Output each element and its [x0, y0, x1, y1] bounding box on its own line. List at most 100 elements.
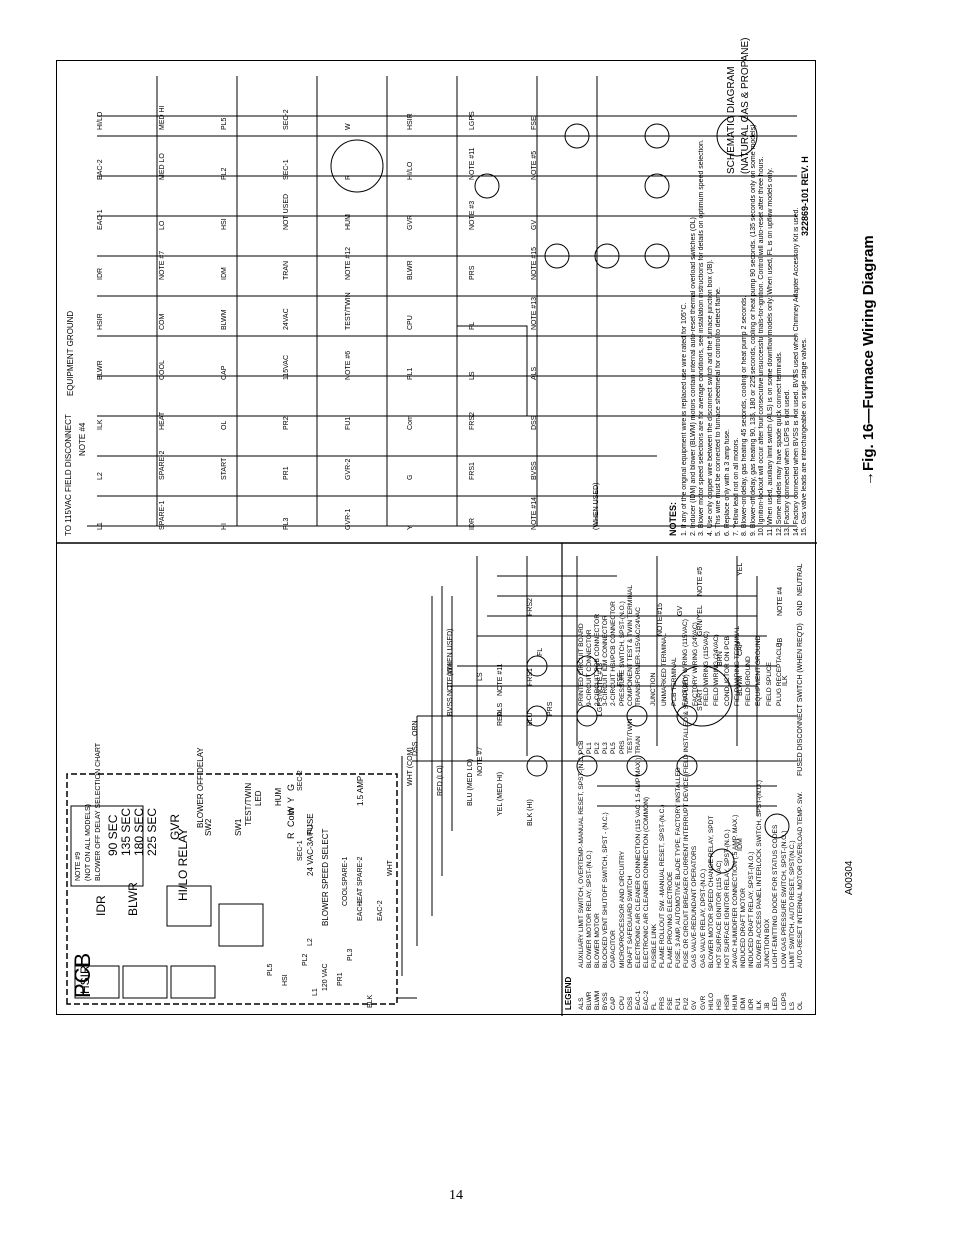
note-item: 10. Ignition-lockout will occur after fo… [758, 156, 766, 536]
schematic-label: HI/LO [407, 161, 414, 180]
legend-desc: HOT SURFACE IGNITOR (115 VAC) [715, 860, 723, 968]
schematic-label: HSI [221, 218, 228, 230]
schematic-label: NOTE #5 [531, 150, 538, 180]
schematic-label: DSS [531, 415, 538, 430]
wiring-label-blu: BLU [527, 712, 534, 726]
wiring-label-note7: NOTE #7 [477, 746, 484, 776]
wiring-label-pl2: PL2 [302, 953, 309, 966]
legend-desc: LIGHT-EMITTING DIODE FOR STATUS CODES [772, 824, 780, 968]
schematic-label: IDR [469, 517, 476, 530]
schematic-label: TEST/TWIN [345, 292, 352, 330]
note-item: 3. Blower motor speed selections are for… [698, 139, 706, 536]
legend-abbr: HSIR [723, 994, 731, 1010]
legend-abbr: FL [650, 1002, 658, 1010]
legend-desc: BLOWER MOTOR SPEED CHANGE RELAY, SPDT [707, 815, 715, 968]
legend-abbr: CAP [610, 996, 618, 1010]
schematic-label: CPU [407, 315, 414, 330]
legend-abbr: CPU [618, 996, 626, 1010]
note-item: 14. Factory connected when BVSS is not u… [792, 207, 800, 536]
legend-abbr: GVR [699, 995, 707, 1010]
schematic-note4: NOTE #4 [78, 422, 87, 456]
schematic-label: SEC-1 [283, 159, 290, 180]
schematic-label: NOT USED [283, 193, 290, 230]
wiring-label-l2: L2 [307, 938, 314, 946]
blower-off-delay-label: BLOWER OFF DELAY [196, 747, 205, 828]
note-item: 9. Blower-off delay, gas heating 90, 135… [749, 124, 757, 536]
field-disconnect-label: TO 115VAC FIELD DISCONNECT [64, 414, 73, 536]
legend-abbr: PL5 [610, 742, 618, 754]
note9-label: NOTE #9 [75, 851, 82, 881]
legend-desc: HOT SURFACE IGNITOR RELAY, SPST-(N.O.) [723, 829, 731, 968]
schematic-label: NOTE #15 [531, 246, 538, 280]
wiring-label-spare1: SPARE-1 [342, 856, 349, 886]
wiring-label-l1: L1 [312, 988, 319, 996]
wiring-label-note11: NOTE #11 [497, 663, 504, 696]
figure-code: A00304 [844, 860, 855, 895]
schematic-label: BLWM [221, 309, 228, 330]
legend-abbr: FSE [667, 997, 675, 1010]
schematic-label: START [221, 457, 228, 480]
schematic-label: 24VAC [283, 308, 290, 330]
legend-desc: 2-CIRCUIT HSI/PCB CONNECTOR [610, 601, 618, 706]
note-item: 7. Yellow lead not on all motors. [732, 437, 740, 536]
relay-idr: IDR [94, 895, 108, 916]
schematic-label: LGPS [469, 111, 476, 130]
schematic-label: NOTE #7 [159, 250, 166, 280]
legend-desc: FUSE OR CIRCUIT BREAKER CURRENT INTERRUP… [683, 674, 691, 968]
schematic-label: HI [221, 523, 228, 530]
legend-symbol-desc: FIELD WIRING (115VAC) [702, 631, 710, 706]
note-item: 6. Replace only with a 3 amp fuse. [724, 428, 731, 536]
legend-abbr: BVSS [602, 992, 610, 1010]
note-item: 5. This wire must be connected to furnac… [715, 287, 723, 536]
legend-abbr: EAC-2 [642, 990, 650, 1010]
schematic-label: SEC-2 [283, 109, 290, 130]
schematic-label: HI/LO [97, 111, 104, 130]
legend-symbol-desc: JUNCTION [650, 672, 657, 706]
figure-caption: →Fig. 16—Furnace Wiring Diagram [860, 235, 877, 486]
hum-label: HUM [274, 787, 283, 806]
legend-desc: GAS VALVE-REDUNDANT OPERATORS [691, 845, 699, 968]
schematic-label: BLWR [407, 260, 414, 280]
legend-abbr: HUM [731, 994, 739, 1010]
schematic-label: Com [407, 415, 414, 430]
schematic-label: PR2 [283, 416, 290, 430]
legend-desc: PRESSURE SWITCH, SPST-(N.O.) [618, 601, 626, 706]
legend-abbr: FU1 [675, 997, 683, 1010]
led-label: LED [254, 790, 263, 806]
wiring-label-blk-hi: BLK (HI) [527, 799, 534, 826]
legend-abbr: PL2 [594, 742, 602, 754]
schematic-label: FSE [531, 116, 538, 130]
wiring-label-note15: NOTE #15 [657, 602, 664, 636]
relay-hsir: HSIR [78, 965, 92, 994]
legend-abbr: BLWR [586, 991, 594, 1010]
schematic-label: PL5 [221, 117, 228, 130]
schematic-title: SCHEMATIC DIAGRAM [726, 66, 737, 174]
legend-desc: INDUCED DRAFT RELAY, SPST-(N.O.) [748, 851, 756, 968]
note-item: 11. When used, auxiliary limit switch (A… [767, 167, 774, 536]
schematic-label: (WHEN USED) [593, 482, 600, 530]
terminal-g: G [286, 783, 296, 791]
wiring-label-red-lo: RED (LO) [437, 765, 444, 796]
wiring-label-ls: LS [477, 672, 484, 681]
legend-desc: INDUCED DRAFT MOTOR [740, 888, 747, 968]
schematic-label: MED LO [159, 153, 166, 180]
legend-desc: FLAME PROVING ELECTRODE [667, 871, 675, 968]
schematic-label: IDR [97, 267, 104, 280]
schematic-label: MED HI [159, 105, 166, 131]
note-item: 2. Inducer (IDM) and blower (BLWM) motor… [689, 215, 697, 536]
schematic-label: HSIR [97, 313, 104, 330]
legend-desc: ELECTRONIC AIR CLEANER CONNECTION (COMMO… [642, 796, 650, 968]
schematic-label: HUM [345, 214, 352, 230]
legend-abbr: ALS [578, 997, 585, 1010]
legend-desc: GAS VALVE RELAY, DPST-(N.O.) [699, 868, 707, 968]
schematic-label: COOL [159, 360, 166, 380]
legend-desc: TRANSFORMER-115VAC/24VAC [634, 607, 642, 706]
schematic-label: COM [159, 313, 166, 330]
schematic-label: EAC-2 [97, 159, 104, 180]
schematic-label: 115VAC [283, 354, 290, 380]
legend-symbol-desc: EQUIPMENT GROUND [755, 635, 762, 706]
legend-symbol-desc: FIELD WIRING (24VAC) [713, 634, 720, 706]
schematic-label: NOTE #14 [531, 496, 538, 530]
legend-symbol-desc: FACTORY WIRING (115VAC) [681, 619, 689, 706]
wiring-label-pr1: PR1 [337, 972, 344, 986]
